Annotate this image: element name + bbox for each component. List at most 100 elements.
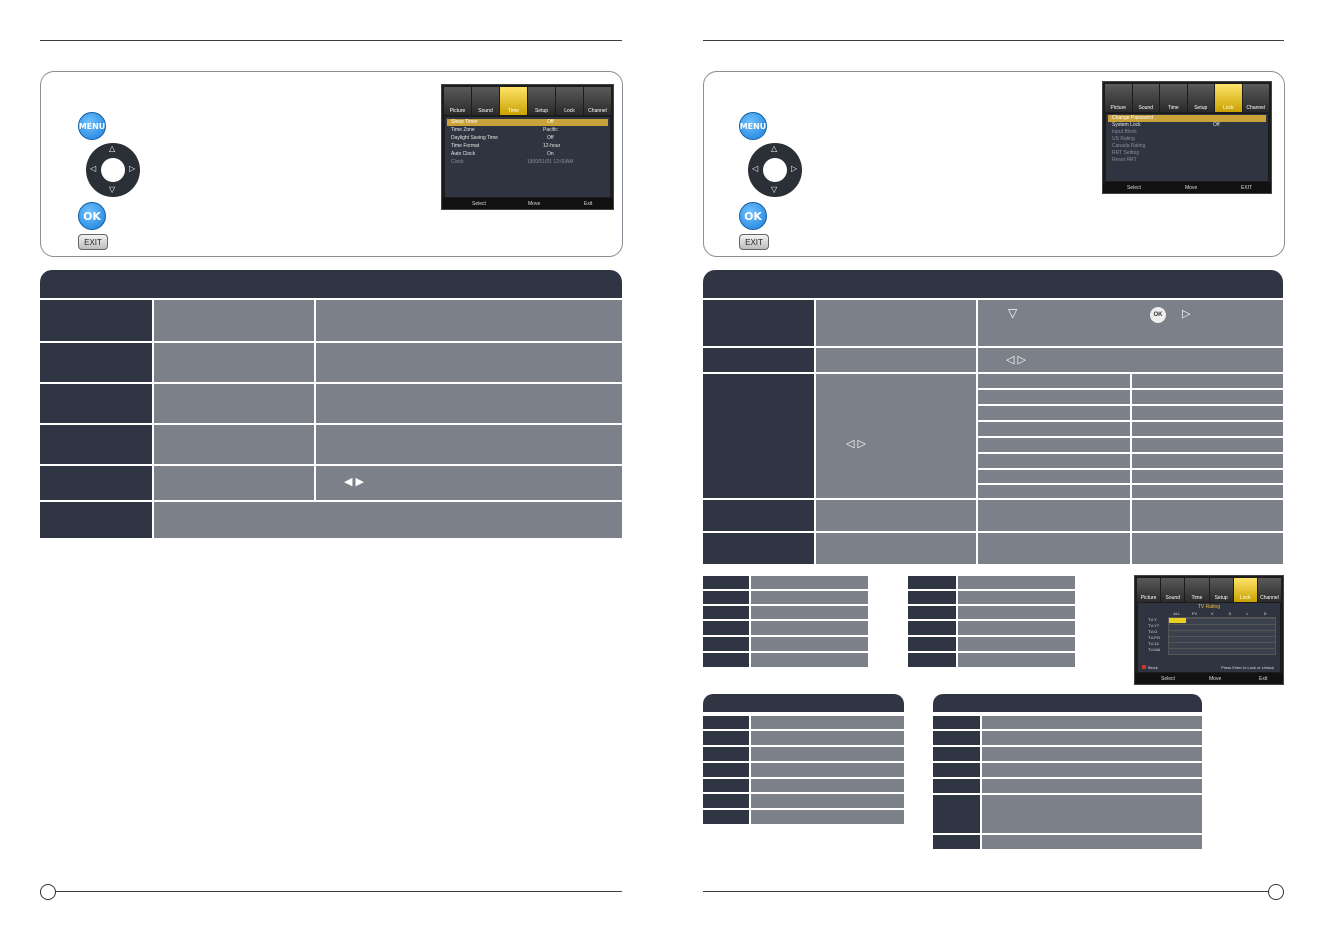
bottom-rule-left (40, 891, 622, 892)
rating-code-cell (933, 731, 980, 745)
rating-code-cell (703, 591, 749, 604)
rating-grid-rows: TV-Y TV-Y7 TV-G TV-PG TV-14 TV-MA (1148, 617, 1161, 652)
table-cell (816, 533, 976, 564)
rating-grid: ALL FV V S L D TV-Y TV-Y7 TV-G TV-PG TV-… (1148, 611, 1276, 655)
down-arrow-icon: ▽ (109, 185, 116, 194)
table-cell (816, 348, 976, 372)
rating-code-cell (703, 763, 749, 777)
table-cell (316, 343, 622, 382)
sub-cell (978, 374, 1130, 388)
rating-desc-cell (751, 591, 868, 604)
ok-button: OK (739, 202, 767, 230)
rating-code-cell (703, 637, 749, 651)
rating-code-cell (908, 576, 956, 589)
table-cell (154, 466, 314, 500)
lock-swatch-icon (1142, 665, 1146, 669)
table-label-cell (703, 300, 814, 346)
lock-tab-icon: Lock (1233, 578, 1257, 602)
rating-desc-cell (958, 591, 1075, 604)
exit-button: EXIT (78, 234, 108, 250)
rating-desc-cell (958, 637, 1075, 651)
tv-rating-screen: Picture Sound Time Setup Lock Channel TV… (1134, 575, 1284, 685)
right-arrow-icon: ▷ (129, 164, 136, 173)
rating-code-cell (933, 779, 980, 793)
osd-row: Input Block (1112, 129, 1137, 135)
table-cell (1132, 500, 1283, 531)
rating-desc-cell (958, 576, 1075, 589)
osd-row: US Rating (1112, 136, 1135, 142)
table-label-cell (703, 533, 814, 564)
left-right-arrows-icon: ◁ ▷ (1006, 354, 1026, 366)
time-tab-icon: Time (500, 87, 527, 115)
page-number-circle (1268, 884, 1284, 900)
table-cell (816, 300, 976, 346)
picture-tab-icon: Picture (1137, 578, 1161, 602)
rating-code-cell (703, 794, 749, 808)
sub-cell (978, 438, 1130, 452)
rating-desc-cell (982, 795, 1202, 833)
setup-tab-icon: Setup (1187, 84, 1214, 112)
picture-tab-icon: Picture (1105, 84, 1132, 112)
page-number-circle (40, 884, 56, 900)
rating-code-cell (908, 606, 956, 619)
table-cell: ▽ OK ▷ (978, 300, 1283, 346)
rating-desc-cell (982, 763, 1202, 777)
rating-code-cell (933, 716, 980, 729)
table-label-cell (40, 502, 152, 538)
sub-cell (1132, 406, 1283, 420)
sub-cell (1132, 454, 1283, 468)
table-cell: ◁ ▷ (978, 348, 1283, 372)
rating-code-cell (703, 747, 749, 761)
tv-rating-title: TV Rating (1197, 604, 1221, 610)
up-arrow-icon: △ (771, 144, 778, 153)
rating-code-cell (933, 795, 980, 833)
table-label-cell (703, 500, 814, 531)
sub-cell (978, 470, 1130, 483)
rating-code-cell (703, 606, 749, 619)
setup-tab-icon: Setup (528, 87, 555, 115)
rating-code-cell (703, 779, 749, 792)
rating-desc-cell (751, 576, 868, 589)
rating-desc-cell (751, 810, 904, 824)
rating-hint: Press Enter to Lock or Unlock (1221, 665, 1274, 670)
bottom-rule-right (703, 891, 1284, 892)
sub-cell (1132, 438, 1283, 452)
rating-desc-cell (958, 653, 1075, 667)
osd-footer: Select Move EXIT (1103, 182, 1271, 193)
top-rule-left (40, 40, 622, 41)
rating-desc-cell (958, 621, 1075, 635)
sub-cell (978, 485, 1130, 498)
table-cell (978, 533, 1130, 564)
sub-cell (1132, 390, 1283, 404)
rating-desc-cell (751, 747, 904, 761)
rating-desc-cell (751, 731, 904, 745)
table-cell (154, 502, 622, 538)
lock-tab-icon: Lock (556, 87, 583, 115)
left-right-arrows-icon: ◀ ▶ (344, 476, 364, 488)
sub-cell (1132, 374, 1283, 388)
rating-desc-cell (982, 747, 1202, 761)
right-arrow-icon: ▷ (791, 164, 798, 173)
sub-cell (978, 390, 1130, 404)
left-arrow-icon: ◁ (752, 164, 759, 173)
table-cell (154, 425, 314, 464)
rating-desc-cell (751, 637, 868, 651)
sub-cell (1132, 422, 1283, 436)
table-label-cell (40, 384, 152, 423)
time-menu-screen: Picture Sound Time Setup Lock Channel Sl… (441, 84, 614, 210)
direction-pad-icon: △ ▽ ◁ ▷ (748, 143, 802, 197)
table-label-cell (40, 466, 152, 500)
time-tab-icon: Time (1160, 84, 1187, 112)
rating-grid-header: ALL FV V S L D (1173, 611, 1267, 616)
channel-tab-icon: Channel (584, 87, 611, 115)
table-label-cell (703, 374, 814, 498)
top-rule-right (703, 40, 1284, 41)
table-cell (316, 425, 622, 464)
rating-grid-cells (1168, 617, 1276, 655)
rating-code-cell (703, 576, 749, 589)
sub-cell (978, 454, 1130, 468)
exit-button: EXIT (739, 234, 769, 250)
